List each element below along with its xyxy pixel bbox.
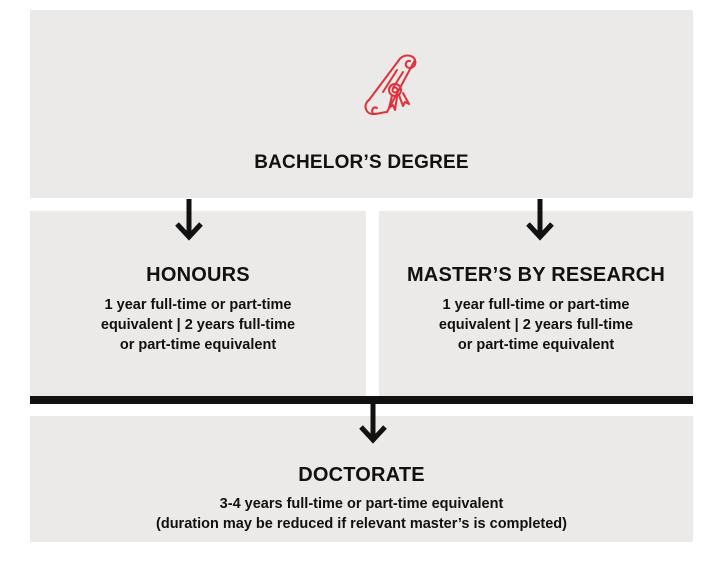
- honours-description-line: equivalent | 2 years full-time: [100, 317, 296, 333]
- arrow-down-icon: [526, 199, 554, 241]
- doctorate-description: 3-4 years full-time or part-time equival…: [30, 494, 693, 534]
- bachelors-degree-title: BACHELOR’S DEGREE: [254, 152, 469, 173]
- honours-description: 1 year full-time or part-time equivalent…: [30, 295, 366, 355]
- diploma-scroll-icon: [364, 54, 417, 115]
- bachelors-degree-box: BACHELOR’S DEGREE: [30, 10, 693, 198]
- honours-title: HONOURS: [146, 264, 250, 286]
- masters-description-line: equivalent | 2 years full-time: [438, 317, 634, 333]
- masters-description-line: 1 year full-time or part-time: [442, 297, 630, 313]
- arrow-down-icon: [175, 199, 203, 241]
- masters-by-research-box: MASTER’S BY RESEARCH 1 year full-time or…: [379, 211, 693, 396]
- horizontal-divider-bar: [30, 396, 693, 404]
- doctorate-title: DOCTORATE: [298, 464, 425, 486]
- honours-description-line: or part-time equivalent: [119, 337, 277, 353]
- honours-box: HONOURS 1 year full-time or part-time eq…: [30, 211, 366, 396]
- masters-description-line: or part-time equivalent: [457, 337, 615, 353]
- masters-by-research-description: 1 year full-time or part-time equivalent…: [379, 295, 693, 355]
- honours-description-line: 1 year full-time or part-time: [104, 297, 292, 313]
- doctorate-description-line: (duration may be reduced if relevant mas…: [156, 516, 567, 532]
- arrow-down-icon: [359, 402, 387, 444]
- doctorate-description-line: 3-4 years full-time or part-time equival…: [219, 496, 504, 512]
- masters-by-research-title: MASTER’S BY RESEARCH: [406, 264, 666, 286]
- doctorate-box: DOCTORATE 3-4 years full-time or part-ti…: [30, 416, 693, 542]
